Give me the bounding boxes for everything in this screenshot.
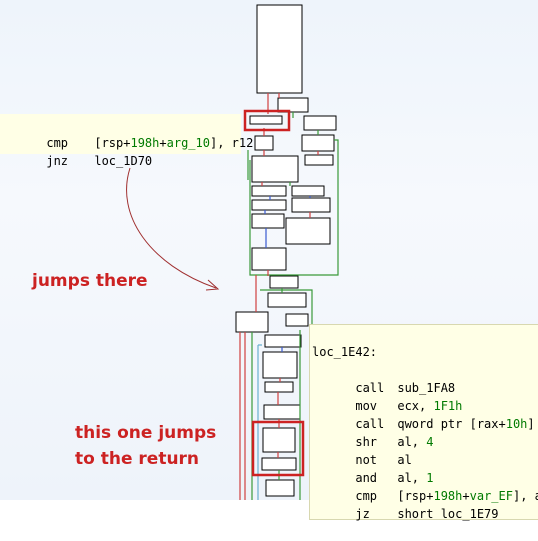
asm-mnemonic: cmp bbox=[355, 489, 378, 503]
annotation-return-line1: this one jumps bbox=[75, 423, 217, 443]
asm-line: not al bbox=[312, 433, 538, 467]
graph-block[interactable] bbox=[263, 404, 301, 420]
graph-block[interactable] bbox=[251, 247, 287, 271]
asm-operand: loc_1D70 bbox=[94, 154, 153, 168]
hover-popup-bottom: loc_1E42: call sub_1FA8 mov ecx, 1F1h call… bbox=[309, 324, 538, 521]
graph-block[interactable] bbox=[265, 479, 295, 497]
asm-mnemonic: shr bbox=[355, 435, 378, 449]
asm-operand: ] bbox=[527, 417, 535, 431]
graph-block[interactable] bbox=[251, 199, 287, 211]
asm-number: 198h bbox=[130, 136, 160, 150]
asm-number: 4 bbox=[426, 435, 434, 449]
graph-block[interactable] bbox=[267, 292, 307, 308]
graph-block[interactable] bbox=[264, 334, 302, 348]
asm-label: loc_1E42: bbox=[312, 345, 378, 359]
hover-popup-top: cmp [rsp+198h+arg_10], r12 jnz loc_1D70 bbox=[0, 114, 253, 168]
graph-block[interactable] bbox=[254, 135, 274, 151]
asm-mnemonic: jz bbox=[355, 507, 370, 521]
graph-block[interactable] bbox=[262, 351, 298, 379]
control-flow-graph[interactable] bbox=[0, 0, 538, 500]
asm-operand: + bbox=[159, 136, 167, 150]
graph-block[interactable] bbox=[256, 4, 303, 94]
asm-mnemonic: jnz bbox=[46, 154, 69, 168]
asm-line: mov ecx, 1F1h bbox=[312, 379, 538, 413]
asm-mnemonic: not bbox=[355, 453, 378, 467]
annotation-return-line2: to the return bbox=[75, 449, 200, 469]
graph-block[interactable] bbox=[285, 217, 331, 245]
asm-operand: ecx, bbox=[397, 399, 434, 413]
asm-line: cmp [rsp+198h+arg_10], r12 bbox=[3, 116, 253, 150]
asm-number: 10h bbox=[505, 417, 528, 431]
asm-number: 198h bbox=[433, 489, 463, 503]
graph-block[interactable] bbox=[261, 457, 297, 471]
graph-block[interactable] bbox=[304, 154, 334, 166]
asm-mnemonic: cmp bbox=[46, 136, 69, 150]
graph-block[interactable] bbox=[249, 115, 283, 125]
graph-block[interactable] bbox=[285, 313, 309, 327]
graph-block[interactable] bbox=[291, 197, 331, 213]
asm-line: call qword ptr [rax+10h] bbox=[312, 397, 538, 431]
graph-block[interactable] bbox=[303, 115, 337, 131]
asm-operand: ], r12 bbox=[209, 136, 254, 150]
asm-line: call sub_1FA8 bbox=[312, 361, 538, 395]
asm-line: jnz loc_1D70 bbox=[3, 134, 241, 168]
graph-block[interactable] bbox=[235, 311, 269, 333]
asm-line: and al, 1 bbox=[312, 451, 538, 485]
graph-edges bbox=[239, 93, 339, 500]
graph-block[interactable] bbox=[291, 185, 325, 197]
annotation-return: this one jumps to the return bbox=[75, 420, 216, 472]
asm-variable: arg_10 bbox=[166, 136, 210, 150]
asm-operand: ], al bbox=[512, 489, 538, 503]
annotation-arrow bbox=[126, 167, 217, 289]
asm-mnemonic: call bbox=[355, 417, 385, 431]
asm-number: 1F1h bbox=[433, 399, 463, 413]
asm-mnemonic: mov bbox=[355, 399, 378, 413]
annotation-arrowhead bbox=[205, 279, 220, 291]
graph-block[interactable] bbox=[262, 427, 296, 453]
asm-variable: var_EF bbox=[469, 489, 513, 503]
graph-block[interactable] bbox=[251, 185, 287, 197]
asm-operand: al bbox=[397, 453, 412, 467]
asm-operand: short loc_1E79 bbox=[397, 507, 499, 521]
highlight-box-top bbox=[243, 109, 291, 132]
asm-operand: al, bbox=[397, 435, 427, 449]
asm-operand: sub_1FA8 bbox=[397, 381, 456, 395]
highlight-box-bottom bbox=[251, 420, 305, 477]
graph-block[interactable] bbox=[301, 134, 335, 152]
asm-operand: qword ptr [rax+ bbox=[397, 417, 506, 431]
graph-block[interactable] bbox=[251, 155, 299, 183]
asm-number: 1 bbox=[426, 471, 434, 485]
asm-operand: [rsp+ bbox=[94, 136, 131, 150]
asm-operand: + bbox=[462, 489, 470, 503]
graph-block[interactable] bbox=[269, 275, 299, 289]
asm-line: shr al, 4 bbox=[312, 415, 538, 449]
annotation-jumps-there: jumps there bbox=[32, 271, 148, 291]
asm-mnemonic: call bbox=[355, 381, 385, 395]
asm-operand: [rsp+ bbox=[397, 489, 434, 503]
asm-operand: al, bbox=[397, 471, 427, 485]
asm-mnemonic: and bbox=[355, 471, 378, 485]
graph-block[interactable] bbox=[264, 381, 294, 393]
graph-block[interactable] bbox=[251, 213, 285, 229]
